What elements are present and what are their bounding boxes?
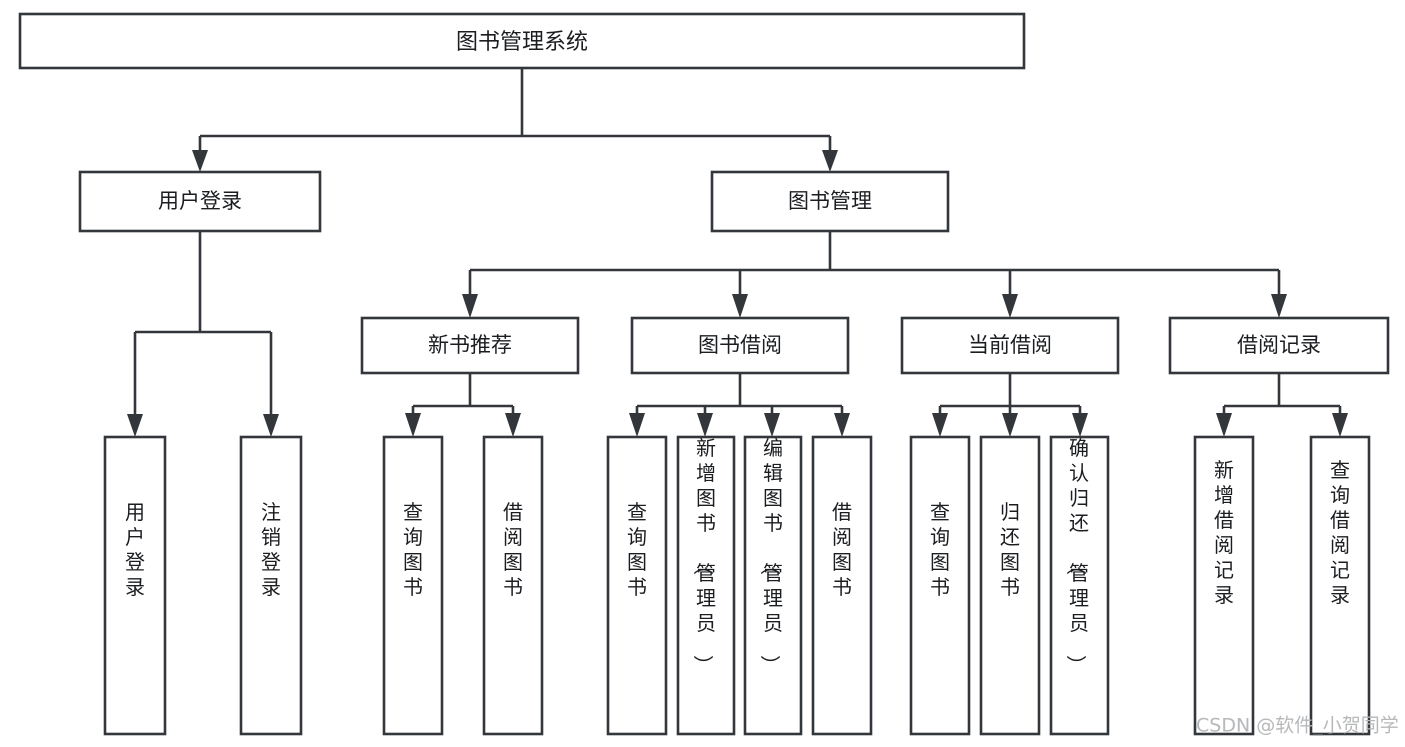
node-borrow-records[interactable]: 借阅记录 — [1168, 316, 1390, 375]
root-label: 图书管理系统 — [456, 30, 588, 55]
root-box[interactable] — [18, 12, 1026, 70]
leaf-node-recommend-query-book[interactable]: 查询图书 — [382, 435, 444, 736]
leaf-label-current-return-book: 归还图书 — [1000, 500, 1020, 599]
node-current-borrow[interactable]: 当前借阅 — [900, 316, 1120, 375]
book-borrow-box[interactable] — [630, 316, 850, 375]
arrow-head-leaf-logout — [263, 414, 279, 437]
connector-layer — [127, 68, 1348, 437]
leaf-label-borrow-query-book: 查询图书 — [627, 500, 647, 599]
node-new-book-recommend[interactable]: 新书推荐 — [360, 316, 580, 375]
leaf-node-borrow-edit-book[interactable]: 编辑图书（管理员） — [743, 435, 803, 736]
leaf-label-records-add-record: 新增借阅记录 — [1214, 458, 1234, 607]
leaf-node-current-confirm-return[interactable]: 确认归还（管理员） — [1049, 435, 1110, 736]
leaf-label-recommend-borrow-book: 借阅图书 — [503, 500, 523, 599]
leaf-box-borrow-edit-book[interactable] — [743, 435, 803, 736]
leaf-box-recommend-borrow-book[interactable] — [482, 435, 544, 736]
leaf-box-recommend-query-book[interactable] — [382, 435, 444, 736]
leaf-label-user-login: 用户登录 — [125, 500, 145, 599]
leaf-label-logout: 注销登录 — [261, 500, 281, 599]
new-book-recommend-box[interactable] — [360, 316, 580, 375]
leaf-box-borrow-add-book[interactable] — [676, 435, 736, 736]
csdn-watermark: CSDN @软件_小贺同学 — [1196, 715, 1399, 737]
node-book-management[interactable]: 图书管理 — [710, 170, 950, 233]
arrow-head-records-leaf-2 — [1332, 413, 1348, 437]
leaf-box-borrow-query-book[interactable] — [606, 435, 668, 736]
arrow-head-recommend-leaf-2 — [505, 413, 521, 437]
leaf-box-records-query-record[interactable] — [1309, 435, 1371, 736]
leaf-node-current-return-book[interactable]: 归还图书 — [979, 435, 1041, 736]
user-login-label: 用户登录 — [158, 189, 242, 213]
arrow-head-borrow-leaf-3 — [764, 413, 780, 437]
arrow-head-book-manage — [822, 150, 838, 172]
arrow-head-borrow-leaf-1 — [629, 413, 645, 437]
book-management-box[interactable] — [710, 170, 950, 233]
leaf-box-borrow-borrow-book[interactable] — [811, 435, 873, 736]
leaf-box-current-confirm-return[interactable] — [1049, 435, 1110, 736]
leaf-node-recommend-borrow-book[interactable]: 借阅图书 — [482, 435, 544, 736]
arrow-head-current-leaf-2 — [1002, 413, 1018, 437]
leaf-label-borrow-edit-book: 编辑图书（管理员） — [758, 436, 783, 675]
borrow-records-label: 借阅记录 — [1237, 333, 1321, 357]
arrow-head-records-leaf-1 — [1216, 413, 1232, 437]
leaf-box-current-query-book[interactable] — [909, 435, 971, 736]
leaf-box-records-add-record[interactable] — [1193, 435, 1255, 736]
arrow-head-current-leaf-3 — [1072, 413, 1088, 437]
leaf-node-borrow-query-book[interactable]: 查询图书 — [606, 435, 668, 736]
leaf-node-current-query-book[interactable]: 查询图书 — [909, 435, 971, 736]
arrow-head-book-borrow — [732, 294, 748, 318]
leaf-box-logout[interactable] — [239, 435, 303, 736]
node-user-login[interactable]: 用户登录 — [78, 170, 322, 233]
leaf-label-recommend-query-book: 查询图书 — [403, 500, 423, 599]
leaf-node-user-login[interactable]: 用户登录 — [103, 435, 167, 736]
leaf-node-borrow-add-book[interactable]: 新增图书（管理员） — [676, 435, 736, 736]
book-borrow-label: 图书借阅 — [698, 333, 782, 357]
node-book-borrow[interactable]: 图书借阅 — [630, 316, 850, 375]
leaf-label-borrow-borrow-book: 借阅图书 — [832, 500, 852, 599]
node-root-book-management-system[interactable]: 图书管理系统 — [18, 12, 1026, 70]
arrow-head-recommend-leaf-1 — [405, 413, 421, 437]
leaf-label-current-query-book: 查询图书 — [930, 500, 950, 599]
arrow-head-new-book-recommend — [462, 294, 478, 318]
arrow-head-current-borrow — [1002, 294, 1018, 318]
user-login-box[interactable] — [78, 170, 322, 233]
leaf-node-borrow-borrow-book[interactable]: 借阅图书 — [811, 435, 873, 736]
arrow-head-current-leaf-1 — [932, 413, 948, 437]
leaf-label-records-query-record: 查询借阅记录 — [1330, 458, 1350, 607]
current-borrow-label: 当前借阅 — [968, 333, 1052, 357]
arrow-head-user-login — [192, 150, 208, 172]
leaf-node-records-add-record[interactable]: 新增借阅记录 — [1193, 435, 1255, 736]
leaf-box-user-login[interactable] — [103, 435, 167, 736]
leaf-label-current-confirm-return: 确认归还（管理员） — [1064, 436, 1089, 675]
leaf-node-logout[interactable]: 注销登录 — [239, 435, 303, 736]
arrow-head-borrow-leaf-4 — [834, 413, 850, 437]
book-management-label: 图书管理 — [788, 189, 872, 213]
arrow-head-borrow-leaf-2 — [697, 413, 713, 437]
current-borrow-box[interactable] — [900, 316, 1120, 375]
leaf-node-records-query-record[interactable]: 查询借阅记录 — [1309, 435, 1371, 736]
new-book-recommend-label: 新书推荐 — [428, 333, 512, 357]
arrow-head-leaf-user-login — [127, 414, 143, 437]
leaf-label-borrow-add-book: 新增图书（管理员） — [691, 436, 716, 675]
borrow-records-box[interactable] — [1168, 316, 1390, 375]
arrow-head-borrow-records — [1271, 294, 1287, 318]
leaf-box-current-return-book[interactable] — [979, 435, 1041, 736]
